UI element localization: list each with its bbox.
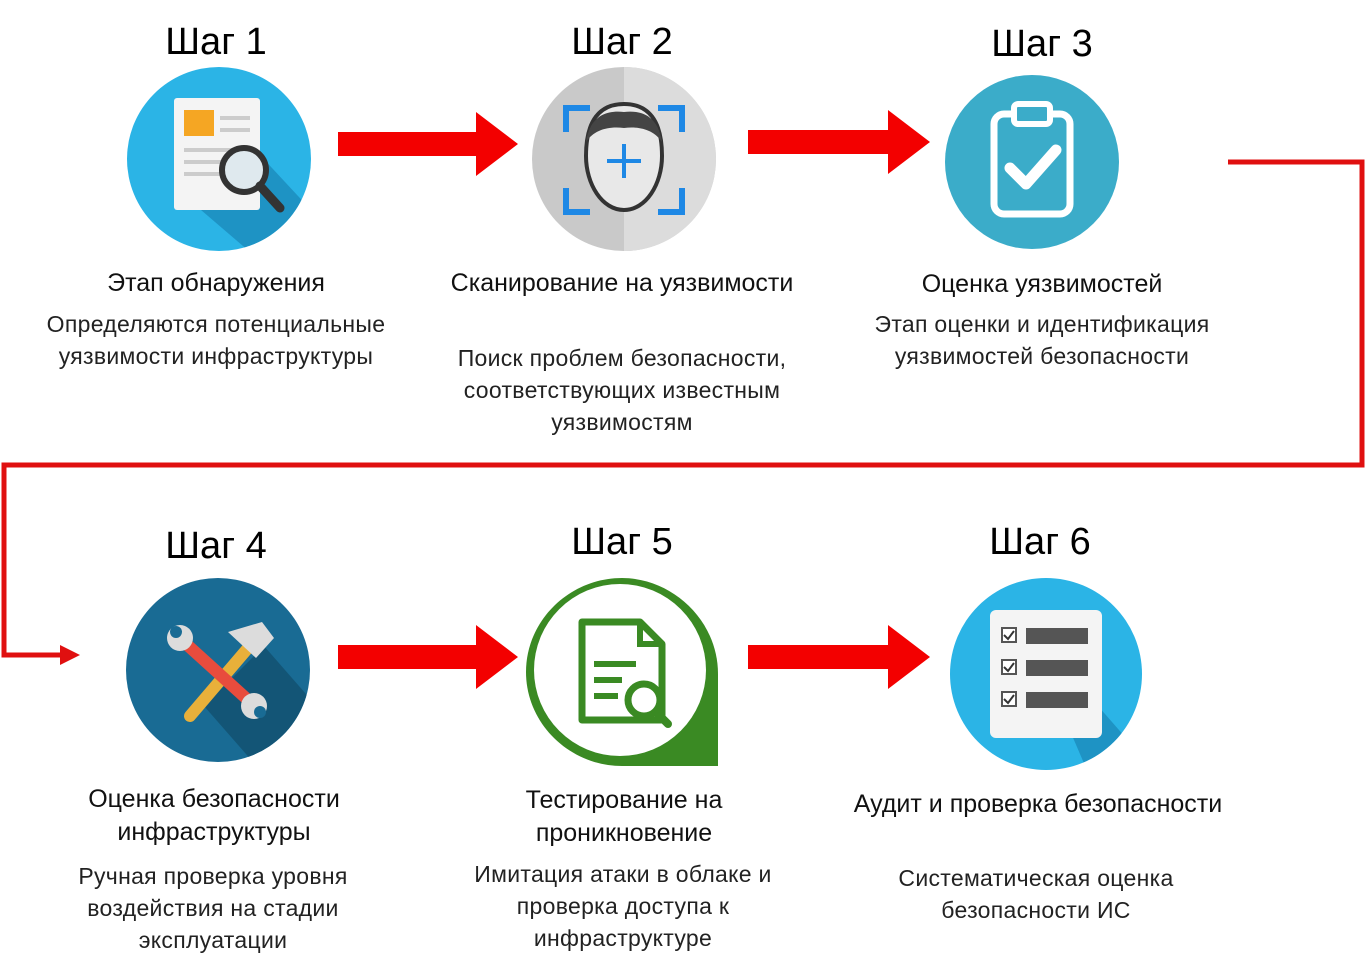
arrow-right-1 bbox=[338, 112, 518, 176]
step-4-heading: Оценка безопасности инфраструктуры bbox=[88, 785, 340, 846]
step-5-title: Шаг 5 bbox=[571, 521, 673, 563]
checklist-icon bbox=[948, 576, 1144, 772]
arrow-right-2 bbox=[748, 110, 930, 174]
document-search-icon bbox=[124, 64, 314, 254]
step-2-heading: Сканирование на уязвимости bbox=[450, 269, 794, 297]
step-3-title: Шаг 3 bbox=[991, 23, 1093, 65]
step-5-heading: Тестирование на проникновение bbox=[525, 786, 723, 847]
face-scan-icon bbox=[530, 64, 718, 254]
step-4-description: Ручная проверка уровня воздействия на ст… bbox=[78, 863, 348, 953]
clipboard-check-icon bbox=[944, 74, 1120, 250]
step-3-heading: Оценка уязвимостей bbox=[921, 270, 1163, 298]
step-6-description: Систематическая оценка безопасности ИС bbox=[898, 865, 1174, 923]
step-3-description: Этап оценки и идентификация уязвимостей … bbox=[874, 311, 1210, 369]
step-1-description: Определяются потенциальные уязвимости ин… bbox=[46, 311, 386, 369]
step-1-title: Шаг 1 bbox=[165, 21, 267, 63]
arrow-right-3 bbox=[338, 625, 518, 689]
file-search-icon bbox=[522, 574, 724, 770]
arrow-right-4 bbox=[748, 625, 930, 689]
step-4-title: Шаг 4 bbox=[165, 525, 267, 567]
step-5-description: Имитация атаки в облаке и проверка досту… bbox=[474, 861, 772, 951]
step-2-description: Поиск проблем безопасности, соответствую… bbox=[457, 345, 787, 435]
step-2-title: Шаг 2 bbox=[571, 21, 673, 63]
step-6-heading: Аудит и проверка безопасности bbox=[853, 790, 1223, 818]
tools-icon bbox=[124, 576, 312, 764]
step-6-title: Шаг 6 bbox=[989, 521, 1091, 563]
step-1-heading: Этап обнаружения bbox=[107, 269, 325, 297]
